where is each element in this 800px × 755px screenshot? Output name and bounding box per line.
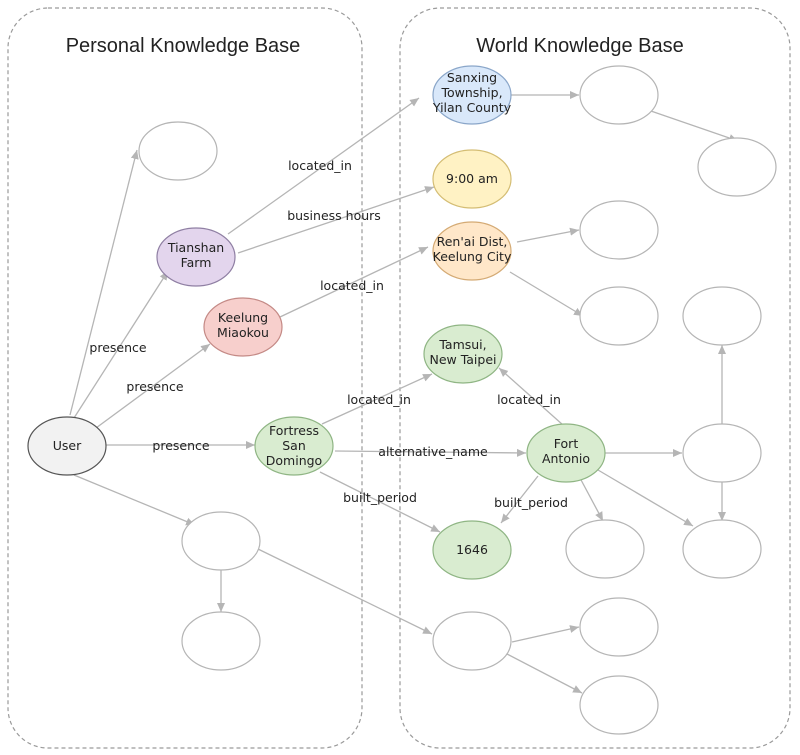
node-renai-label-1: Ren'ai Dist, bbox=[437, 234, 508, 249]
node-nine-am[interactable]: 9:00 am bbox=[432, 149, 512, 209]
edge-fortress-antonio bbox=[334, 448, 527, 457]
edge-label-built-period-1: built_period bbox=[343, 490, 417, 505]
node-blank-world-8[interactable] bbox=[682, 519, 762, 579]
node-blank-world-5[interactable] bbox=[682, 286, 762, 346]
edge-label-located-in-3: located_in bbox=[347, 392, 411, 407]
edge-label-alternative-name: alternative_name bbox=[378, 444, 488, 459]
node-1646[interactable]: 1646 bbox=[432, 520, 512, 580]
edge-fortress-tamsui bbox=[321, 373, 433, 425]
edge-bottom-blank2 bbox=[506, 653, 583, 694]
node-renai-dist[interactable]: Ren'ai Dist, Keelung City bbox=[432, 221, 512, 281]
node-tianshan-farm[interactable]: Tianshan Farm bbox=[156, 227, 236, 287]
node-blank-world-1[interactable] bbox=[579, 65, 659, 125]
edge-user-blank2 bbox=[73, 474, 196, 526]
edge-antonio-1646 bbox=[500, 475, 539, 524]
node-blank-bottom-left[interactable] bbox=[181, 611, 261, 671]
edge-user-blank1 bbox=[69, 149, 139, 416]
node-blank-top-left[interactable] bbox=[138, 121, 218, 181]
node-antonio-label-1: Fort bbox=[554, 436, 579, 451]
edge-label-presence-1: presence bbox=[89, 340, 146, 355]
node-fortress-label-1: Fortress bbox=[269, 423, 319, 438]
edge-bottom-blank1 bbox=[511, 625, 580, 643]
node-blank-world-3[interactable] bbox=[579, 200, 659, 260]
node-fortress-label-3: Domingo bbox=[266, 453, 322, 468]
node-nine-am-label: 9:00 am bbox=[446, 171, 498, 186]
edge-user-keelung bbox=[95, 343, 211, 429]
edge-antonio-lowright bbox=[597, 469, 694, 527]
node-sanxing-township[interactable]: Sanxing Township, Yilan County bbox=[432, 65, 512, 125]
edge-antonio-blank bbox=[579, 477, 604, 522]
edge-label-located-in-4: located_in bbox=[497, 392, 561, 407]
node-user[interactable]: User bbox=[27, 416, 107, 476]
node-antonio-label-2: Antonio bbox=[542, 451, 590, 466]
edge-label-located-in-2: located_in bbox=[320, 278, 384, 293]
node-blank-mid-left[interactable] bbox=[181, 511, 261, 571]
node-blank-world-6[interactable] bbox=[682, 423, 762, 483]
edge-blank-blank-top bbox=[647, 109, 739, 142]
node-fort-antonio[interactable]: Fort Antonio bbox=[526, 423, 606, 483]
world-kb-title: World Knowledge Base bbox=[476, 35, 684, 57]
edge-keelung-renai bbox=[279, 246, 429, 318]
node-keelung-label-2: Miaokou bbox=[217, 325, 269, 340]
node-blank-world-10[interactable] bbox=[579, 597, 659, 657]
node-renai-label-2: Keelung City bbox=[433, 249, 512, 264]
node-fortress-san-domingo[interactable]: Fortress San Domingo bbox=[254, 416, 334, 476]
node-blank-world-2[interactable] bbox=[697, 137, 777, 197]
node-1646-label: 1646 bbox=[456, 542, 488, 557]
node-blank-world-9[interactable] bbox=[432, 611, 512, 671]
edge-antonio-tamsui bbox=[498, 367, 564, 426]
node-tamsui-label-1: Tamsui, bbox=[438, 337, 486, 352]
edge-label-built-period-2: built_period bbox=[494, 495, 568, 510]
node-tianshan-label-1: Tianshan bbox=[167, 240, 224, 255]
node-keelung-miaokou[interactable]: Keelung Miaokou bbox=[203, 297, 283, 357]
world-knowledge-base-panel bbox=[399, 7, 791, 749]
node-keelung-label-1: Keelung bbox=[218, 310, 268, 325]
node-sanxing-label-2: Township, bbox=[440, 85, 502, 100]
edge-tianshan-sanxing bbox=[227, 97, 420, 235]
edge-tianshan-nine bbox=[237, 186, 435, 254]
node-tamsui-label-2: New Taipei bbox=[429, 352, 496, 367]
node-sanxing-label-1: Sanxing bbox=[447, 70, 497, 85]
node-tamsui[interactable]: Tamsui, New Taipei bbox=[423, 324, 503, 384]
edge-label-located-in-1: located_in bbox=[288, 158, 352, 173]
edge-label-presence-2: presence bbox=[126, 379, 183, 394]
node-sanxing-label-3: Yilan County bbox=[432, 100, 512, 115]
personal-kb-title: Personal Knowledge Base bbox=[66, 35, 301, 57]
node-blank-world-4[interactable] bbox=[579, 286, 659, 346]
node-fortress-label-2: San bbox=[282, 438, 306, 453]
edge-fortress-1646 bbox=[319, 471, 441, 533]
personal-knowledge-base-panel bbox=[7, 7, 363, 749]
edge-user-tianshan bbox=[73, 270, 169, 419]
edge-renai-blank1 bbox=[516, 227, 580, 243]
node-blank-world-7[interactable] bbox=[565, 519, 645, 579]
edge-blank2-bottomcenter bbox=[257, 548, 433, 635]
node-blank-world-11[interactable] bbox=[579, 675, 659, 735]
edge-label-presence-3: presence bbox=[152, 438, 209, 453]
node-user-label: User bbox=[53, 438, 82, 453]
edge-renai-blank2 bbox=[509, 271, 584, 317]
edge-label-business-hours: business hours bbox=[287, 208, 381, 223]
node-tianshan-label-2: Farm bbox=[181, 255, 212, 270]
